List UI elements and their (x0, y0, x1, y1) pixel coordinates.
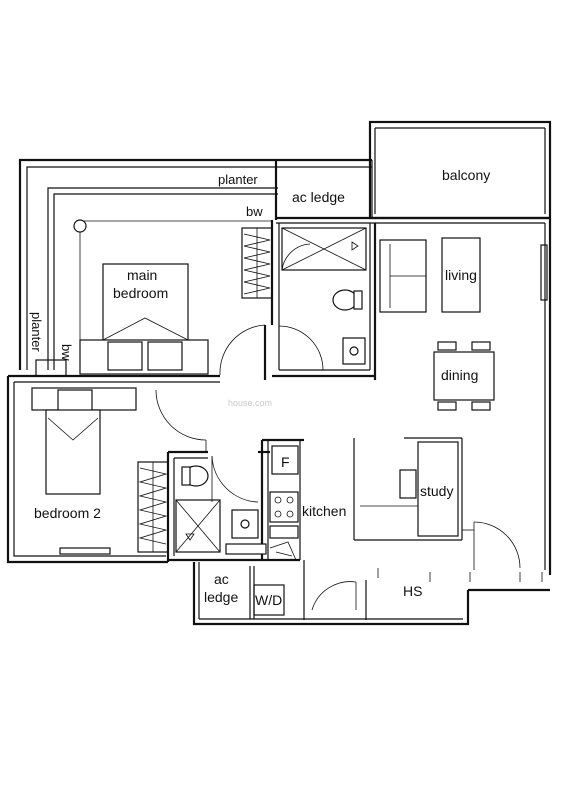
kitchen-door (269, 541, 297, 561)
main-bedroom-door (219, 324, 266, 376)
hs-label: HS (403, 583, 422, 599)
fridge-label: F (281, 454, 290, 470)
living-table (441, 237, 481, 313)
dining-set (433, 341, 495, 411)
planter-top-label: planter (218, 172, 258, 187)
hs-door (311, 581, 357, 611)
study-label: study (420, 483, 453, 499)
main-bedroom-label-line1: main (127, 267, 157, 283)
wd-label: W/D (255, 592, 282, 608)
planter-side-label: planter (29, 312, 44, 352)
outer-walls (6, 120, 552, 626)
bedroom2-bed (31, 387, 137, 495)
master-bath-door (278, 325, 324, 371)
bedroom2-window-sill (59, 547, 111, 555)
common-bath-sink (225, 509, 267, 555)
balcony-label: balcony (442, 167, 490, 183)
main-bedroom-bed (79, 263, 209, 375)
fridge-box (271, 445, 299, 475)
main-bedroom-wardrobe (241, 227, 273, 299)
common-bath-door (211, 455, 259, 503)
common-bath-toilet (181, 465, 209, 487)
entrance-door (462, 521, 521, 570)
bw-top-label: bw (246, 204, 263, 219)
bedroom2-label: bedroom 2 (34, 505, 101, 521)
common-bath-shower (175, 499, 221, 553)
sofa (379, 239, 427, 313)
main-bedroom-label-line2: bedroom (113, 285, 168, 301)
master-bath-toilet (332, 289, 363, 311)
bw-side-label: bw (59, 344, 74, 361)
kitchen-label: kitchen (302, 503, 346, 519)
dining-label: dining (441, 367, 478, 383)
living-label: living (445, 267, 477, 283)
master-bath-shower (281, 227, 367, 271)
bedroom2-wardrobe (137, 461, 169, 553)
wd-box (253, 584, 285, 616)
bay-window-line (35, 219, 272, 377)
ac-ledge-bottom-line1: ac (214, 571, 229, 587)
bedroom2-door (155, 389, 207, 452)
kitchen-hob (269, 491, 299, 539)
watermark-text: house.com (228, 398, 272, 408)
ac-ledge-top-label: ac ledge (292, 189, 345, 205)
master-bath-sink (342, 337, 366, 365)
study-desk (360, 441, 459, 537)
bottom-ticks (377, 568, 543, 582)
ac-ledge-bottom-line2: ledge (204, 589, 238, 605)
